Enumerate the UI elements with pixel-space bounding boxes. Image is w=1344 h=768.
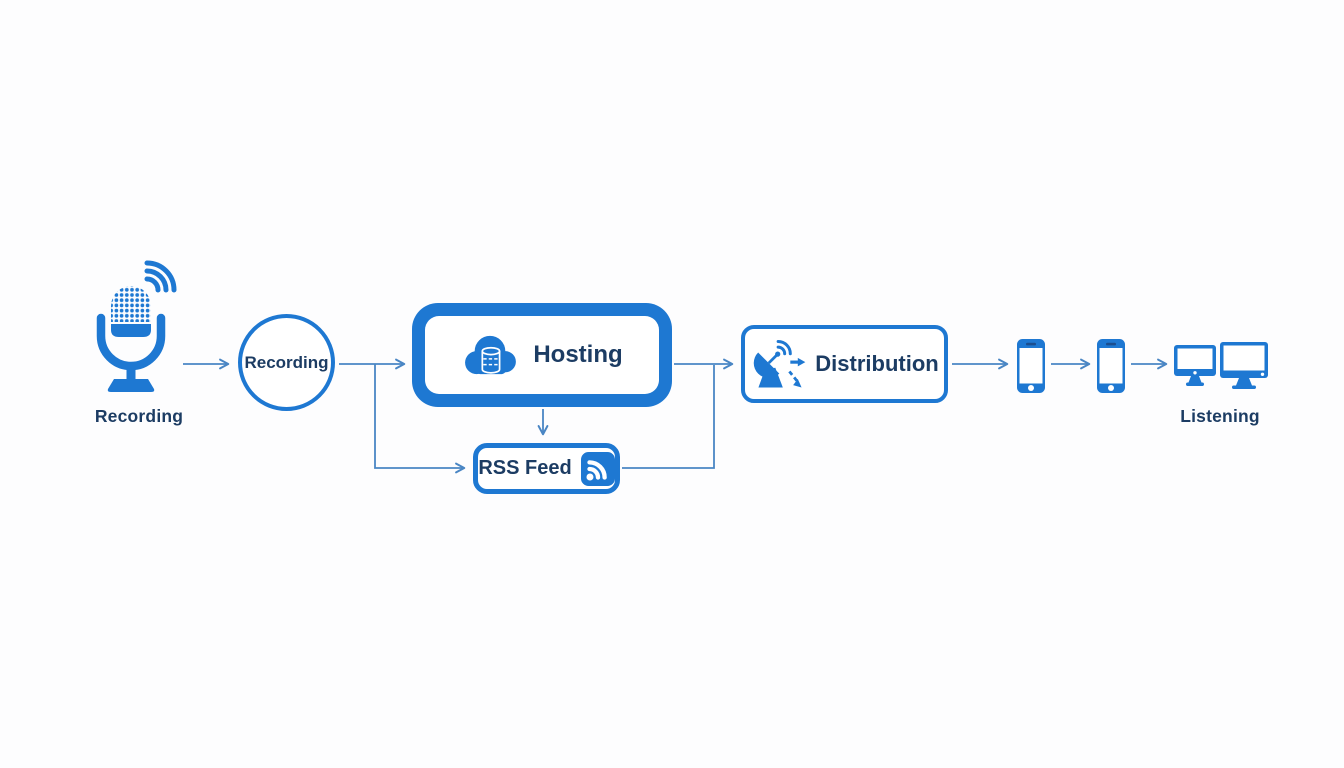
connector-rss-to-junction [622, 365, 715, 469]
connector-recording-to-rss [374, 364, 466, 474]
rss-feed-label: RSS Feed [478, 457, 572, 479]
rss-icon [580, 451, 615, 486]
rss-feed-node: RSS Feed [473, 443, 620, 494]
cloud-server-icon [465, 335, 517, 375]
hosting-label: Hosting [533, 341, 623, 368]
smartphone-icon [1017, 339, 1045, 393]
distribution-label: Distribution [815, 351, 939, 376]
recording-node-label: Recording [244, 352, 329, 372]
smartphone-icon [1097, 339, 1125, 393]
listening-caption: Listening [1180, 406, 1260, 426]
satellite-dish-icon [754, 340, 806, 388]
sound-waves-icon [144, 260, 177, 293]
recording-caption: Recording [94, 406, 184, 426]
hosting-node-inner: Hosting [425, 316, 659, 394]
dual-monitors-icon [1174, 342, 1268, 389]
distribution-node: Distribution [741, 325, 948, 403]
microphone-icon [96, 260, 177, 392]
hosting-node: Hosting [412, 303, 672, 407]
recording-node: Recording [238, 314, 335, 411]
